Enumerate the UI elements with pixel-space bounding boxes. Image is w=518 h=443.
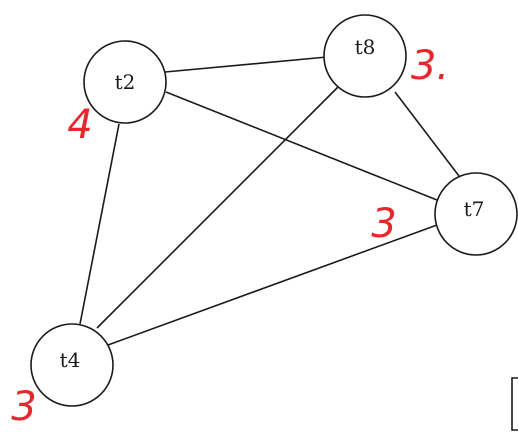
node-label: t8 [355, 35, 376, 59]
edge-t2-t4 [79, 123, 120, 325]
annotation-t4: 3 [11, 384, 36, 430]
node-circle [323, 14, 407, 98]
node-label: t4 [60, 348, 81, 372]
annotation-t2: 4 [67, 102, 92, 148]
annotations: 4 3. 3 3 [11, 43, 449, 430]
edge-t8-t7 [394, 91, 460, 177]
node-circle [83, 40, 167, 124]
graph-node-t8: t8 [323, 14, 407, 98]
edge-t2-t7 [165, 91, 438, 201]
annotation-t8: 3. [411, 43, 449, 89]
node-label: t2 [115, 70, 136, 94]
edge-t7-t4 [107, 224, 438, 346]
edge-t2-t8 [164, 56, 328, 73]
partial-frame-mark [511, 377, 518, 431]
graph-node-t4: t4 [30, 323, 114, 407]
edge-t8-t4 [96, 85, 340, 329]
annotation-t7: 3 [371, 201, 396, 247]
node-circle [434, 172, 518, 256]
node-label: t7 [464, 197, 485, 221]
edges [79, 56, 460, 346]
graph-node-t7: t7 [434, 172, 518, 256]
graph-node-t2: t2 [83, 40, 167, 124]
node-circle [30, 323, 114, 407]
